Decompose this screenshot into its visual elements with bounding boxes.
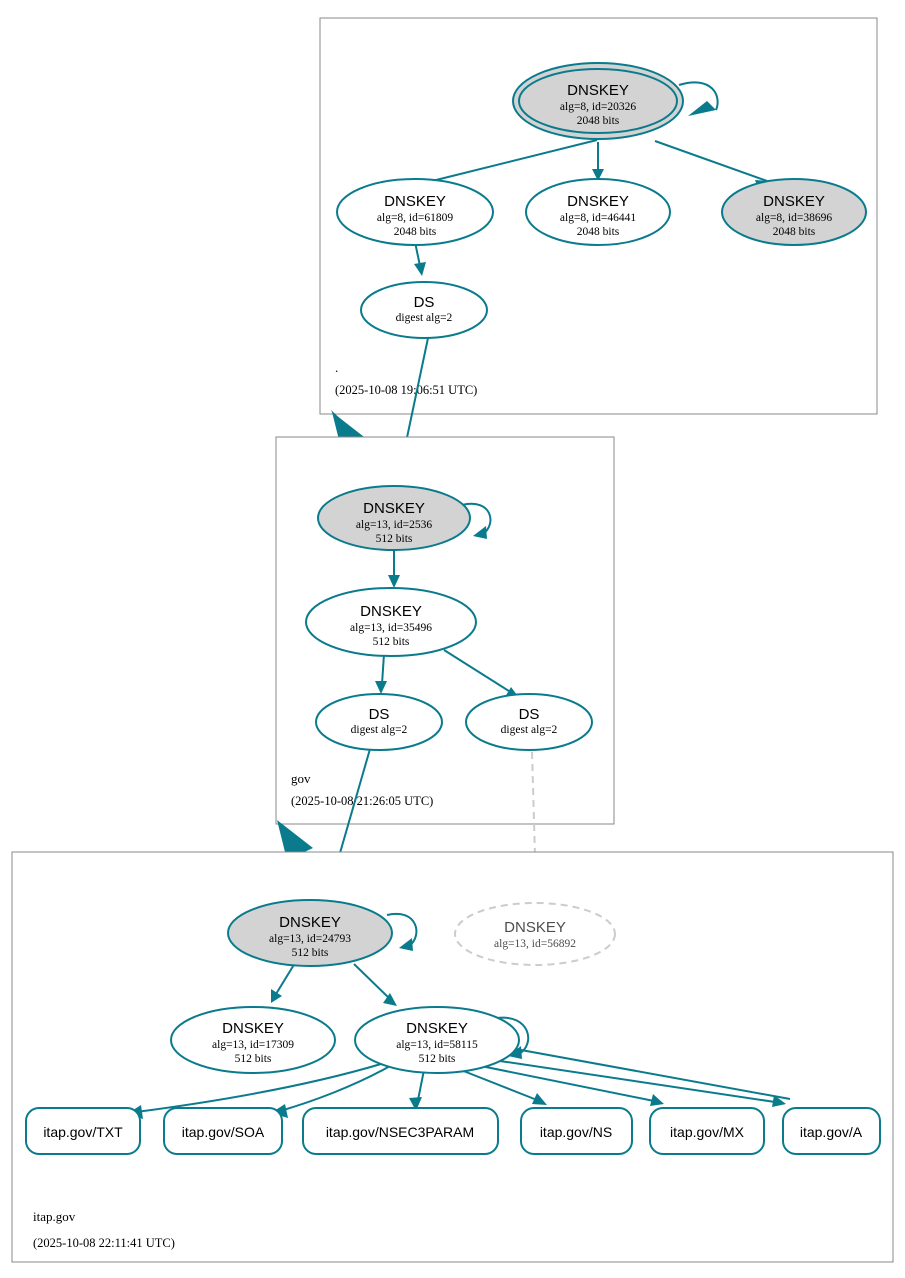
node-title: DNSKEY [567,193,629,210]
rrset-itap-mx[interactable]: itap.gov/MX [649,1107,765,1155]
node-title: DNSKEY [763,193,825,210]
node-title: DNSKEY [222,1020,284,1037]
node-ds-root-delegating-gov[interactable]: DS digest alg=2 [360,281,488,339]
zone-timestamp-gov: (2025-10-08 21:26:05 UTC) [291,794,433,808]
node-title: DS [369,706,390,723]
node-line2: alg=8, id=61809 [377,212,453,224]
arrowhead-zsk58115-to-rr-a [772,1095,786,1107]
node-line3: 512 bits [292,947,329,959]
node-dnskey-zsk-17309[interactable]: DNSKEY alg=13, id=17309 512 bits [170,1006,336,1074]
arrowhead-self-sig-ksk2536 [473,526,487,539]
zone-label-itap: itap.gov [33,1209,76,1224]
node-ds-gov-delegating-itap-primary[interactable]: DS digest alg=2 [315,693,443,751]
node-line2: alg=13, id=35496 [350,622,432,634]
node-line3: 512 bits [376,533,413,545]
rrset-label: itap.gov/TXT [43,1124,123,1140]
edge-zsk58115-to-rr-a [479,1057,776,1103]
arrowhead-zsk58115-to-rr-mx [650,1094,664,1106]
node-title: DNSKEY [384,193,446,210]
rrset-itap-a[interactable]: itap.gov/A [782,1107,881,1155]
rrset-itap-txt[interactable]: itap.gov/TXT [25,1107,141,1155]
node-line2: alg=13, id=24793 [269,933,351,945]
rrset-label: itap.gov/A [800,1124,863,1140]
edge-ksk24793-to-zsk17309 [275,962,296,995]
node-line3: 512 bits [235,1053,272,1065]
node-line2: digest alg=2 [501,724,558,736]
arrowhead-self-sig-ksk20326 [688,101,716,116]
arrowhead-zsk58115-to-rr-soa [271,1104,288,1118]
rrset-label: itap.gov/SOA [182,1124,265,1140]
node-line3: 2048 bits [577,226,620,238]
node-line2: digest alg=2 [351,724,408,736]
arrowhead-zsk61809-to-ds-root-gov [414,262,426,276]
node-title: DNSKEY [279,914,341,931]
node-dnskey-ksk-20326[interactable]: DNSKEY alg=8, id=20326 2048 bits [512,62,684,140]
node-line3: 2048 bits [577,115,620,127]
edge-zsk58115-to-rr-ns [460,1069,538,1101]
node-line3: 2048 bits [394,226,437,238]
rrset-itap-ns[interactable]: itap.gov/NS [520,1107,633,1155]
edge-zsk58115-to-rr-nsec3param [417,1069,425,1101]
node-dnskey-zsk-35496[interactable]: DNSKEY alg=13, id=35496 512 bits [305,587,477,657]
node-title: DS [414,294,435,311]
arrowhead-zsk35496-to-ds-gov-a [375,681,387,694]
edge-zsk58115-to-rr-soa [279,1065,391,1112]
node-line2: alg=8, id=20326 [560,101,636,113]
node-line2: alg=13, id=56892 [494,938,576,950]
edge-ksk24793-to-zsk58115 [353,963,391,1000]
node-dnskey-zsk-61809[interactable]: DNSKEY alg=8, id=61809 2048 bits [336,178,494,246]
node-line3: 512 bits [373,636,410,648]
node-title: DNSKEY [406,1020,468,1037]
node-line2: alg=8, id=38696 [756,212,832,224]
node-dnskey-ksk-24793[interactable]: DNSKEY alg=13, id=24793 512 bits [227,899,393,967]
zone-label-root: . [335,360,338,375]
zone-timestamp-root: (2025-10-08 19:06:51 UTC) [335,383,477,397]
node-title: DNSKEY [504,919,566,936]
node-line3: 512 bits [419,1053,456,1065]
node-title: DS [519,706,540,723]
node-dnskey-insecure-56892[interactable]: DNSKEY alg=13, id=56892 [454,902,616,966]
node-title: DNSKEY [360,603,422,620]
edge-zsk61809-to-ds-root-gov [414,241,421,267]
node-dnskey-zsk-58115[interactable]: DNSKEY alg=13, id=58115 512 bits [354,1006,520,1074]
node-line2: alg=13, id=58115 [396,1039,478,1051]
arrowhead-ksk20326-to-zsk46441 [592,169,604,181]
node-line2: alg=13, id=2536 [356,519,432,531]
rrset-itap-soa[interactable]: itap.gov/SOA [163,1107,283,1155]
edge-rrset-to-zsk58115-inbound [509,1047,791,1100]
edge-ksk20326-to-zsk61809 [427,139,598,183]
edge-zsk58115-to-rr-mx [475,1064,655,1102]
node-line2: digest alg=2 [396,312,453,324]
edge-self-sig-ksk20326 [678,81,719,111]
rrset-label: itap.gov/NSEC3PARAM [326,1124,474,1140]
zone-label-gov: gov [291,771,311,786]
node-dnskey-zsk-38696[interactable]: DNSKEY alg=8, id=38696 2048 bits [721,178,867,246]
arrowhead-ksk24793-to-zsk58115 [383,993,397,1006]
node-dnskey-zsk-46441[interactable]: DNSKEY alg=8, id=46441 2048 bits [525,178,671,246]
rrset-itap-nsec3param[interactable]: itap.gov/NSEC3PARAM [302,1107,499,1155]
edge-zsk35496-to-ds-gov-b [443,649,513,694]
delegation-marker-gov-to-itap-head [277,820,313,860]
edge-zsk58115-to-rr-txt [135,1063,382,1113]
node-line2: alg=13, id=17309 [212,1039,294,1051]
node-title: DNSKEY [363,500,425,517]
arrowhead-zsk58115-to-rr-ns [532,1093,547,1105]
edge-zsk35496-to-ds-gov-a [381,653,385,685]
arrowhead-ksk24793-to-zsk17309 [271,989,282,1003]
node-line3: 2048 bits [773,226,816,238]
arrowhead-ksk2536-to-zsk35496 [388,575,400,588]
node-dnskey-ksk-2536[interactable]: DNSKEY alg=13, id=2536 512 bits [317,485,471,551]
arrowhead-zsk58115-to-rr-nsec3param [409,1097,422,1111]
node-line2: alg=8, id=46441 [560,212,636,224]
node-title: DNSKEY [567,82,629,99]
rrset-label: itap.gov/MX [670,1124,745,1140]
rrset-label: itap.gov/NS [540,1124,612,1140]
node-ds-gov-delegating-itap-secondary[interactable]: DS digest alg=2 [465,693,593,751]
edge-ksk20326-to-zsk38696 [654,140,768,182]
zone-timestamp-itap: (2025-10-08 22:11:41 UTC) [33,1236,175,1250]
arrowhead-self-sig-ksk24793 [399,938,413,951]
